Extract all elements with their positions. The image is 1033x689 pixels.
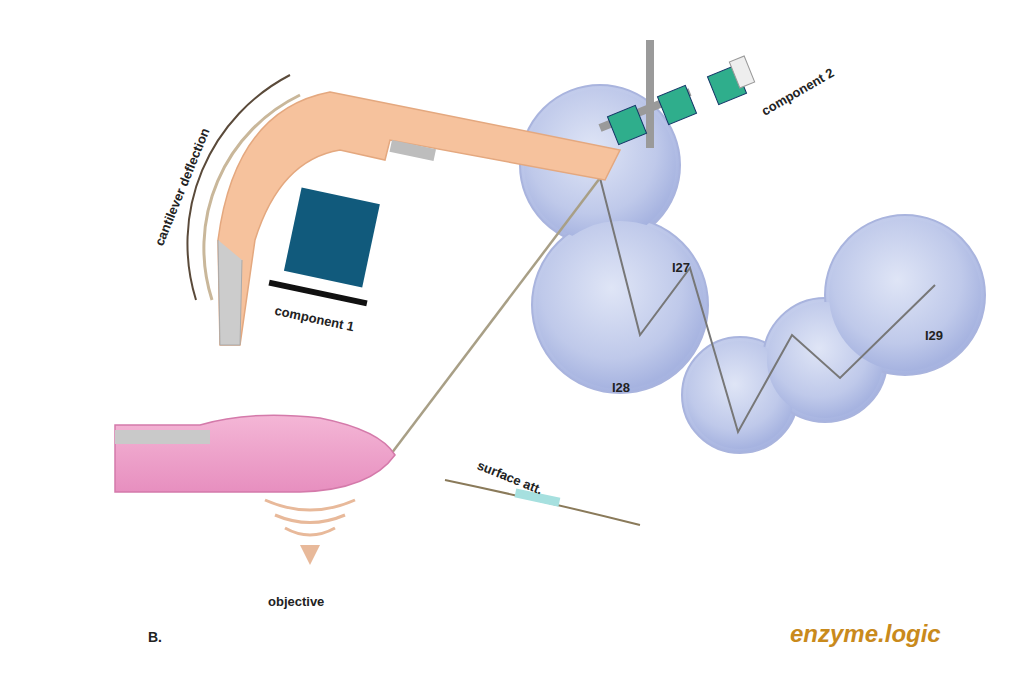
node-label: component 1 (273, 303, 361, 336)
domain-label: I29 (925, 328, 943, 343)
domain-label: I28 (612, 378, 630, 396)
surface-label: surface att. (475, 456, 546, 499)
blue-block (284, 188, 380, 288)
panel-label: B. (148, 628, 162, 646)
domain-label: I29 (925, 326, 943, 344)
panel-label: B. (148, 629, 162, 645)
cantilever (218, 92, 620, 345)
logo-text: enzyme.logic (790, 620, 941, 647)
objective-label: objective (268, 594, 324, 609)
node-label: component 2 (759, 62, 842, 118)
domain-label: I27 (672, 260, 690, 275)
domain-label: I27 (672, 258, 690, 276)
arc-label: cantilever deflection (152, 126, 213, 248)
logo-text: enzyme.logic (790, 620, 941, 648)
label-squares (607, 56, 754, 145)
labelled-block: component 1 (270, 300, 365, 338)
polypeptide-chain (600, 178, 935, 432)
objective-label: objective (268, 592, 324, 610)
protein-domains (520, 85, 985, 453)
objective-lens (115, 415, 395, 565)
labelled-squares: component 2 (755, 59, 845, 122)
domain-label: I28 (612, 380, 630, 395)
surface-label: surface att. (475, 458, 545, 498)
tether-line (388, 178, 600, 458)
